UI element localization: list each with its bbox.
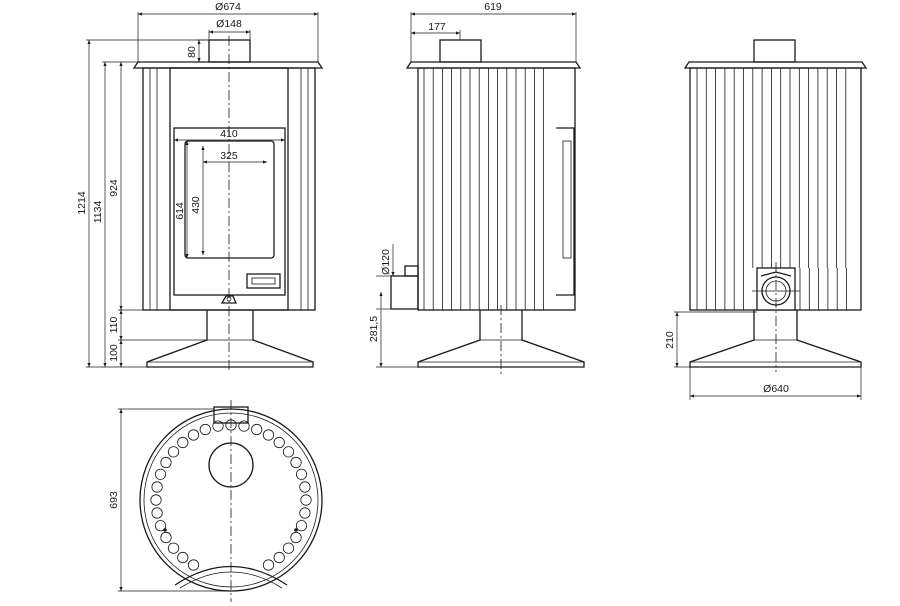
- dim-depth: 619: [484, 1, 502, 13]
- vent-hole: [251, 423, 263, 436]
- vent-hole: [151, 507, 163, 519]
- vent-hole: [299, 481, 311, 493]
- dim-flue-diameter: Ø148: [216, 18, 242, 30]
- side-air-inlet-collar: [404, 265, 419, 277]
- vent-hole: [282, 446, 295, 458]
- vent-hole: [282, 542, 295, 554]
- dim-air-inlet-diameter: Ø120: [380, 249, 392, 275]
- side-ribs: [423, 68, 544, 310]
- front-flue: [208, 39, 251, 63]
- vent-hole: [273, 551, 285, 564]
- vent-hole: [262, 429, 275, 441]
- dim-air-inlet-height: 281,5: [368, 316, 380, 342]
- vent-hole: [150, 494, 162, 506]
- vent-hole: [262, 559, 275, 571]
- top-door-arc-inner: [179, 571, 283, 589]
- dim-door-inner-height: 614: [174, 202, 186, 220]
- dim-door-width: 410: [220, 128, 238, 140]
- dim-body-diameter: Ø674: [215, 1, 241, 13]
- dim-top-depth: 693: [108, 491, 120, 509]
- dim-total-height: 1214: [76, 191, 88, 215]
- front-door: [173, 127, 286, 296]
- vent-hole: [177, 551, 189, 564]
- vent-hole: [295, 468, 308, 480]
- vent-hole: [299, 507, 311, 519]
- vent-hole: [238, 420, 250, 432]
- back-flue: [753, 39, 796, 63]
- side-top-cap: [405, 61, 582, 69]
- front-door-handle: [246, 273, 281, 289]
- vent-hole: [160, 531, 172, 544]
- dim-base-height: 100: [108, 344, 120, 362]
- back-view: 210 Ø640: [664, 39, 868, 400]
- vent-hole: [154, 520, 167, 532]
- vent-hole: [160, 456, 172, 469]
- top-fixing-point: [163, 528, 167, 532]
- front-air-control: [220, 295, 237, 304]
- top-view: 693: [108, 400, 323, 602]
- vent-hole: [167, 446, 180, 458]
- dim-body-height: 1134: [92, 201, 104, 224]
- side-body: [417, 67, 576, 311]
- front-top-cap: [132, 61, 324, 69]
- vent-hole: [290, 531, 302, 544]
- vent-hole: [167, 542, 180, 554]
- back-top-cap: [683, 61, 868, 69]
- dim-glass-width: 325: [220, 150, 238, 162]
- dim-inlet-height: 210: [664, 331, 676, 349]
- side-door-profile: [556, 127, 575, 296]
- vent-hole: [151, 481, 163, 493]
- side-flue: [439, 39, 482, 63]
- front-pedestal: [146, 310, 314, 368]
- vent-hole: [154, 468, 167, 480]
- vent-hole: [212, 420, 224, 432]
- front-door-handle-grip: [251, 277, 276, 285]
- vent-hole: [273, 436, 285, 449]
- back-ribs: [696, 68, 847, 310]
- side-view: 619 177 Ø120 281,5: [368, 1, 585, 376]
- vent-hole: [290, 456, 302, 469]
- vent-hole: [300, 494, 312, 506]
- side-door-glass: [562, 140, 572, 259]
- dim-plinth-height: 110: [108, 316, 120, 333]
- side-air-inlet: [390, 275, 419, 310]
- dim-base-diameter: Ø640: [763, 383, 789, 395]
- vent-hole: [187, 559, 200, 571]
- vent-hole: [177, 436, 189, 449]
- dim-glass-height: 430: [190, 196, 202, 214]
- front-view: Ø674 Ø148 80 1214 1134 924 110 100 410: [76, 1, 324, 372]
- vent-hole: [187, 429, 200, 441]
- vent-hole: [199, 423, 211, 436]
- top-fixing-point: [294, 528, 298, 532]
- vent-hole: [295, 520, 308, 532]
- dim-flue-offset: 177: [428, 21, 446, 33]
- dim-flue-height: 80: [186, 46, 198, 58]
- dim-door-height: 924: [108, 179, 120, 197]
- back-pedestal: [689, 310, 862, 368]
